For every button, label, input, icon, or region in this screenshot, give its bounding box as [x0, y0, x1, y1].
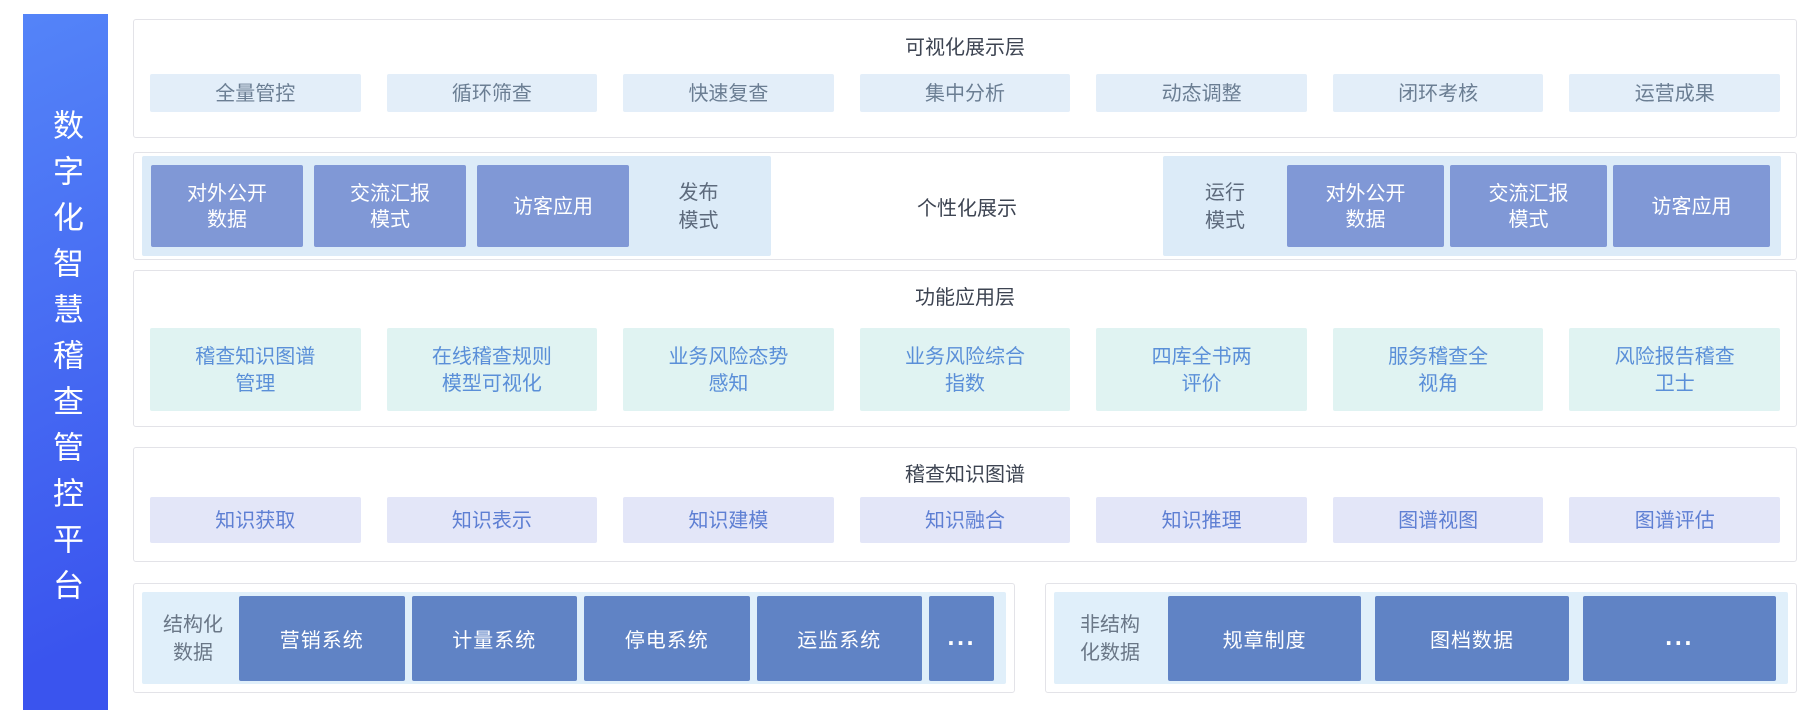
visualization-item-row: 全量管控 循环筛查 快速复查 集中分析 动态调整 闭环考核 运营成果 — [150, 74, 1781, 112]
visualization-item: 循环筛查 — [386, 74, 598, 112]
architecture-diagram: 可视化展示层 全量管控 循环筛查 快速复查 集中分析 动态调整 闭环考核 运营成… — [133, 19, 1797, 693]
function-item-row: 稽查知识图谱 管理 在线稽查规则 模型可视化 业务风险态势 感知 业务风险综合 … — [150, 328, 1781, 411]
function-item: 稽查知识图谱 管理 — [150, 328, 361, 411]
system-box: 计量系统 — [411, 595, 577, 681]
knowledge-item: 知识获取 — [150, 497, 361, 543]
knowledge-item: 知识融合 — [859, 497, 1071, 543]
visualization-item: 运营成果 — [1569, 74, 1781, 112]
function-item: 业务风险态势 感知 — [623, 328, 834, 411]
personalized-display-label: 个性化展示 — [917, 195, 1017, 220]
visualization-item: 闭环考核 — [1332, 74, 1544, 112]
layer-display-modes: 对外公开 数据 交流汇报 模式 访客应用 发布 模式 个性化展示 运行 模式 对… — [133, 152, 1797, 260]
publish-mode-label: 发布 模式 — [678, 180, 719, 232]
unstructured-data-group: 非结构 化数据 规章制度 图档数据 ... — [1054, 592, 1788, 684]
layer-data-sources: 结构化 数据 营销系统 计量系统 停电系统 运监系统 ... 非结构 化数据 规… — [133, 583, 1797, 693]
run-mode-box: 交流汇报 模式 — [1450, 165, 1607, 247]
knowledge-item: 图谱视图 — [1332, 497, 1544, 543]
knowledge-item: 知识表示 — [386, 497, 598, 543]
visualization-item: 快速复查 — [623, 74, 834, 112]
data-box: 规章制度 — [1168, 595, 1362, 681]
platform-title: 数字化智慧稽查管控平台 — [47, 109, 83, 615]
layer-visualization: 可视化展示层 全量管控 循环筛查 快速复查 集中分析 动态调整 闭环考核 运营成… — [133, 19, 1797, 138]
layer-function-application: 功能应用层 稽查知识图谱 管理 在线稽查规则 模型可视化 业务风险态势 感知 业… — [133, 270, 1797, 427]
publish-mode-box: 访客应用 — [477, 165, 629, 247]
platform-title-bar: 数字化智慧稽查管控平台 — [23, 14, 108, 710]
visualization-item: 集中分析 — [859, 74, 1071, 112]
data-box: 图档数据 — [1375, 595, 1569, 681]
publish-mode-box: 交流汇报 模式 — [314, 165, 466, 247]
publish-mode-box: 对外公开 数据 — [151, 165, 303, 247]
function-item: 服务稽查全 视角 — [1332, 328, 1544, 411]
system-box: 运监系统 — [756, 595, 922, 681]
structured-data-label: 结构化 数据 — [163, 612, 223, 664]
visualization-item: 全量管控 — [150, 74, 361, 112]
run-mode-label: 运行 模式 — [1205, 180, 1245, 232]
ellipsis-box: ... — [1582, 595, 1776, 681]
knowledge-item: 知识推理 — [1096, 497, 1307, 543]
system-box: 停电系统 — [584, 595, 750, 681]
unstructured-data-box: 非结构 化数据 规章制度 图档数据 ... — [1045, 583, 1797, 693]
structured-data-group: 结构化 数据 营销系统 计量系统 停电系统 运监系统 ... — [142, 592, 1006, 684]
unstructured-data-label: 非结构 化数据 — [1080, 612, 1140, 664]
layer-title-function: 功能应用层 — [915, 285, 1015, 309]
knowledge-item: 图谱评估 — [1569, 497, 1781, 543]
system-box: 营销系统 — [239, 595, 405, 681]
layer-title-visualization: 可视化展示层 — [905, 35, 1025, 59]
publish-mode-group: 对外公开 数据 交流汇报 模式 访客应用 发布 模式 — [142, 156, 771, 256]
run-mode-box: 访客应用 — [1613, 165, 1770, 247]
layer-title-knowledge-graph: 稽查知识图谱 — [905, 462, 1025, 486]
run-mode-group: 运行 模式 对外公开 数据 交流汇报 模式 访客应用 — [1163, 156, 1781, 256]
function-item: 在线稽查规则 模型可视化 — [386, 328, 598, 411]
function-item: 业务风险综合 指数 — [859, 328, 1071, 411]
function-item: 风险报告稽查 卫士 — [1569, 328, 1781, 411]
run-mode-box: 对外公开 数据 — [1287, 165, 1444, 247]
function-item: 四库全书两 评价 — [1096, 328, 1307, 411]
layer-knowledge-graph: 稽查知识图谱 知识获取 知识表示 知识建模 知识融合 知识推理 图谱视图 图谱评… — [133, 447, 1797, 562]
structured-data-box: 结构化 数据 营销系统 计量系统 停电系统 运监系统 ... — [133, 583, 1015, 693]
ellipsis-box: ... — [929, 595, 994, 681]
knowledge-item: 知识建模 — [623, 497, 834, 543]
visualization-item: 动态调整 — [1096, 74, 1307, 112]
knowledge-item-row: 知识获取 知识表示 知识建模 知识融合 知识推理 图谱视图 图谱评估 — [150, 497, 1781, 543]
